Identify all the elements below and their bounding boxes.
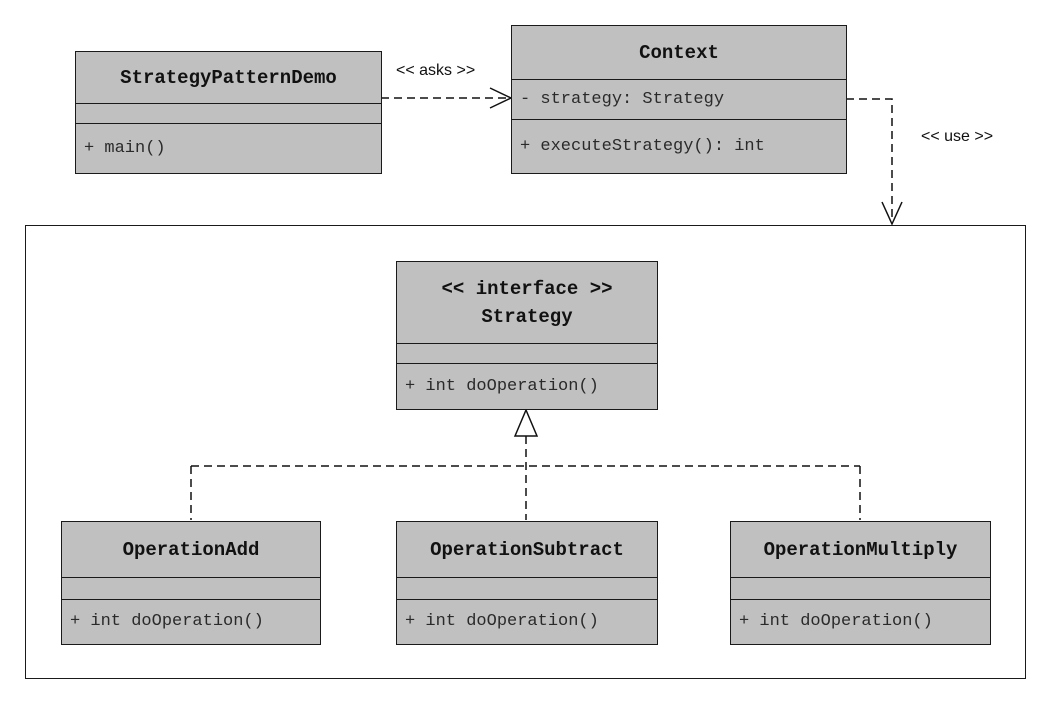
operations-section: + int doOperation() [405, 376, 599, 396]
class-operation-multiply[interactable]: OperationMultiply + int doOperation() [730, 521, 991, 645]
class-name: OperationAdd [62, 522, 320, 578]
class-context[interactable]: Context - strategy: Strategy + executeSt… [511, 25, 847, 174]
attributes-section [397, 578, 657, 600]
attributes-section [62, 578, 320, 600]
stereotype-label: << interface >> [441, 277, 613, 300]
operations-section: + int doOperation() [405, 612, 599, 631]
strategy-package-frame [25, 225, 1026, 679]
class-operation-subtract[interactable]: OperationSubtract + int doOperation() [396, 521, 658, 645]
attributes-section [731, 578, 990, 600]
use-dependency-line [846, 98, 893, 222]
attributes-section: - strategy: Strategy [512, 80, 846, 120]
operations-section: + executeStrategy(): int [520, 136, 765, 156]
class-name: Context [512, 26, 846, 80]
interface-strategy[interactable]: << interface >> Strategy + int doOperati… [396, 261, 658, 410]
operations-section: + main() [84, 138, 166, 158]
class-name: OperationSubtract [397, 522, 657, 578]
attributes-section [397, 344, 657, 364]
attributes-section [76, 104, 381, 124]
class-name: StrategyPatternDemo [76, 52, 381, 104]
use-label: << use >> [921, 128, 994, 145]
class-header: << interface >> Strategy [397, 262, 657, 344]
operations-section: + int doOperation() [739, 612, 933, 631]
class-operation-add[interactable]: OperationAdd + int doOperation() [61, 521, 321, 645]
class-name: OperationMultiply [731, 522, 990, 578]
asks-label: << asks >> [396, 62, 476, 79]
realization-triangle [513, 408, 539, 437]
class-strategy-pattern-demo[interactable]: StrategyPatternDemo + main() [75, 51, 382, 174]
use-arrowhead [881, 201, 903, 226]
class-name: Strategy [481, 305, 573, 328]
operations-section: + int doOperation() [70, 612, 264, 631]
